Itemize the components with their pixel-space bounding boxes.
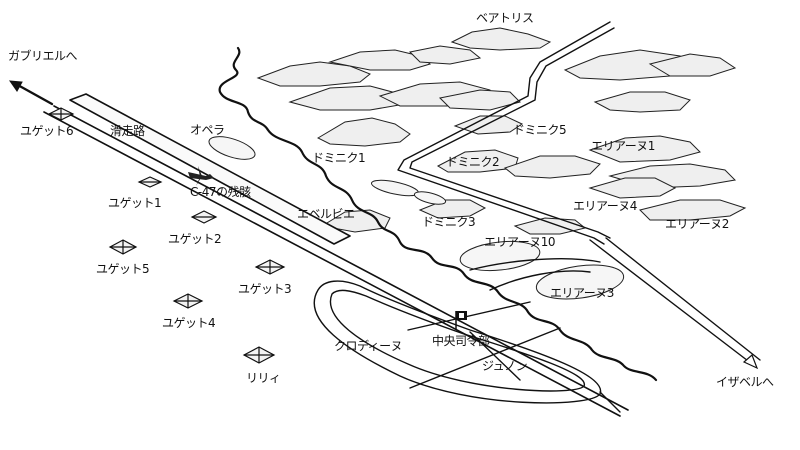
label-c47: C-47の残骸 [190,185,251,199]
roads [313,21,761,413]
road-loop-inner [329,289,585,392]
label-evelyne: エベルビエ [297,207,355,221]
label-area2: エリアーヌ2 [665,217,729,231]
marker-yuget4 [172,293,204,309]
shoreline [218,46,658,382]
road-loop-outer [313,280,602,404]
label-junon: ジュノン [482,359,528,373]
arrow-gabriel-head [8,80,23,92]
label-area4: エリアーヌ4 [573,199,637,213]
label-yuget5: ユゲット5 [96,262,149,276]
labels: ガブリエルへ イザベルへ ベアトリス 滑走路 オペラ C-47の残骸 ドミニク1… [8,11,775,389]
label-lily: リリィ [246,371,281,385]
hill-ne-2 [648,53,737,77]
hill-dominique1 [316,117,411,147]
coast-line-2 [53,105,629,411]
road-to-isabelle-1 [589,239,753,365]
label-dominique3: ドミニク3 [422,215,475,229]
hill-mid-3 [438,89,521,111]
label-yuget3: ユゲット3 [238,282,291,296]
hill-ne-3 [593,91,691,113]
label-runway: 滑走路 [110,123,145,138]
road-cross-2 [409,327,561,389]
label-gabriel: ガブリエルへ [8,48,78,63]
label-hq: 中央司令部 [432,333,490,348]
road-to-beatrice-1 [397,21,611,245]
marker-yuget6 [47,107,75,121]
label-yuget4: ユゲット4 [162,316,215,330]
road-to-beatrice-2 [409,27,615,239]
marker-yuget1 [137,176,163,188]
road-ring-n [469,258,601,271]
arrow-gabriel [14,82,54,106]
marker-yuget5 [108,239,138,255]
coast-line-1 [43,111,621,417]
road-to-isabelle-2 [605,237,761,361]
hill-area1b [503,155,601,179]
label-yuget2: ユゲット2 [168,232,221,246]
road-cross-1 [407,301,531,331]
label-opera: オペラ [190,123,225,137]
c47-wreck-icon [188,166,214,186]
hill-beatrice [450,27,552,51]
label-dominique5: ドミニク5 [513,123,566,137]
islet-a [370,179,420,197]
islet-b [413,191,447,205]
hill-area4 [588,177,677,199]
arrows [8,80,759,370]
label-yuget1: ユゲット1 [108,196,161,210]
hill-nw-1 [256,61,371,87]
road-to-airfield-1 [599,391,621,413]
islet-opera [208,136,256,160]
hill-area2 [639,199,747,221]
label-dominique2: ドミニク2 [446,155,499,169]
runway [43,93,629,417]
hills [256,27,747,235]
runway-strip [69,93,351,245]
label-area1: エリアーヌ1 [591,139,655,153]
marker-lily [242,346,276,364]
hq-flag-icon [455,311,467,330]
islet-area10 [459,240,541,272]
marker-yuget2 [190,210,218,224]
label-dominique1: ドミニク1 [312,151,365,165]
label-yuget6: ユゲット6 [20,124,73,138]
label-isabelle: イザベルへ [716,375,774,389]
road-cross-3 [469,331,521,381]
hill-dominique5 [453,115,524,135]
islet-area3 [535,264,625,300]
hill-dominique2 [436,149,519,173]
hill-nw-3 [408,45,482,65]
islets [208,136,625,300]
hill-area1 [588,135,701,163]
islet-markers [47,107,286,364]
arrow-isabelle-head [742,353,759,370]
label-beatrice: ベアトリス [476,11,534,25]
label-claudine: クロディーヌ [334,338,402,353]
road-ring-s [489,270,591,291]
marker-yuget3 [254,259,286,275]
label-area3: エリアーヌ3 [550,286,614,300]
label-area10: エリアーヌ10 [484,235,555,249]
